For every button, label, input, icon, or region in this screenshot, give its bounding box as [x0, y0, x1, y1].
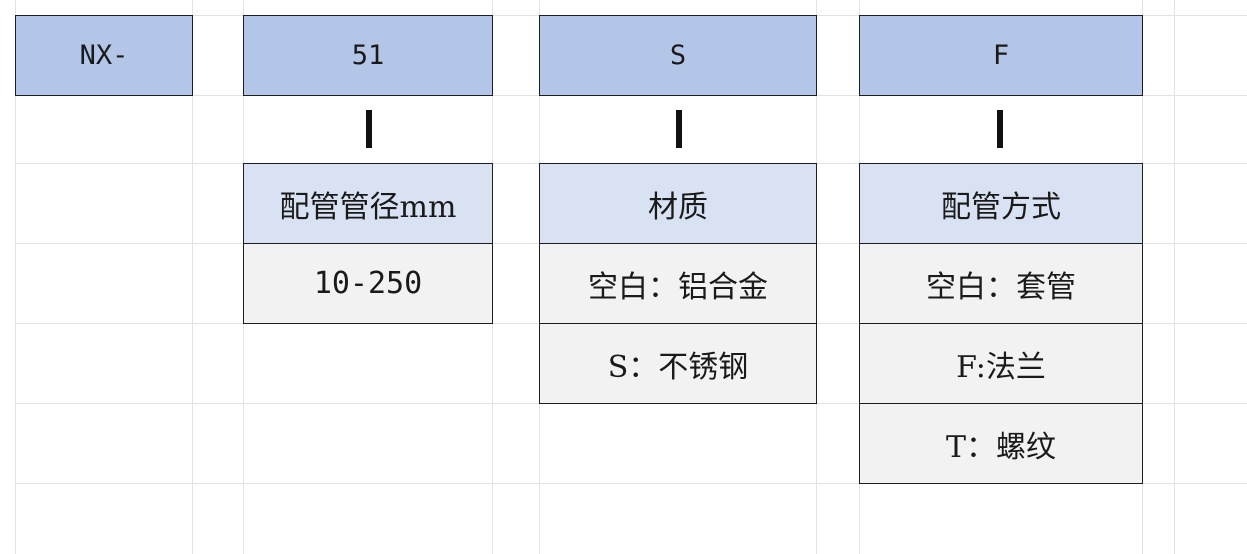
connection-header[interactable]: 配管方式: [859, 163, 1143, 244]
connector-bar: [997, 110, 1003, 148]
material-option-stainless[interactable]: S：不锈钢: [539, 323, 817, 404]
connector-bar: [366, 110, 372, 148]
material-option-aluminum[interactable]: 空白：铝合金: [539, 243, 817, 324]
connection-option-sleeve[interactable]: 空白：套管: [859, 243, 1143, 324]
gridline: [15, 0, 16, 554]
pipe-size-header[interactable]: 配管管径mm: [243, 163, 493, 244]
material-header[interactable]: 材质: [539, 163, 817, 244]
connector-bar: [676, 110, 682, 148]
model-prefix-cell[interactable]: NX-: [15, 15, 193, 96]
size-code-cell[interactable]: 51: [243, 15, 493, 96]
connection-option-flange[interactable]: F:法兰: [859, 323, 1143, 404]
gridline: [192, 0, 193, 554]
material-code-cell[interactable]: S: [539, 15, 817, 96]
connection-code-cell[interactable]: F: [859, 15, 1143, 96]
connection-option-thread[interactable]: T：螺纹: [859, 403, 1143, 484]
pipe-size-option[interactable]: 10-250: [243, 243, 493, 324]
gridline: [1174, 0, 1175, 554]
gridline: [15, 483, 1247, 484]
